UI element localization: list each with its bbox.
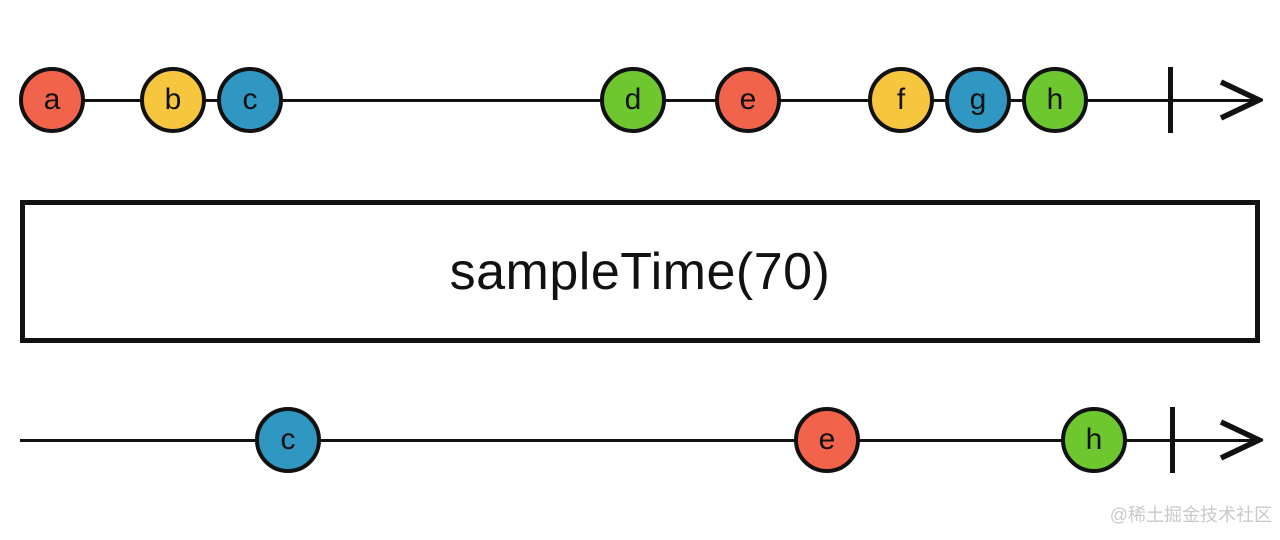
operator-box: sampleTime(70): [20, 200, 1260, 343]
marble-e: e: [715, 67, 781, 133]
marble-h: h: [1022, 67, 1088, 133]
output-arrowhead-icon: [1219, 419, 1263, 461]
marble-a: a: [19, 67, 85, 133]
marble-h: h: [1061, 407, 1127, 473]
marble-d: d: [600, 67, 666, 133]
marble-b: b: [140, 67, 206, 133]
marble-g: g: [945, 67, 1011, 133]
marble-c: c: [217, 67, 283, 133]
output-timeline-line: [20, 438, 1256, 442]
marble-c: c: [255, 407, 321, 473]
marble-f: f: [868, 67, 934, 133]
source-complete-tick: [1167, 67, 1173, 133]
marble-e: e: [794, 407, 860, 473]
output-complete-tick: [1169, 407, 1175, 473]
operator-label: sampleTime(70): [449, 242, 831, 301]
source-arrowhead-icon: [1219, 79, 1263, 121]
watermark: @稀土掘金技术社区: [1109, 505, 1272, 525]
